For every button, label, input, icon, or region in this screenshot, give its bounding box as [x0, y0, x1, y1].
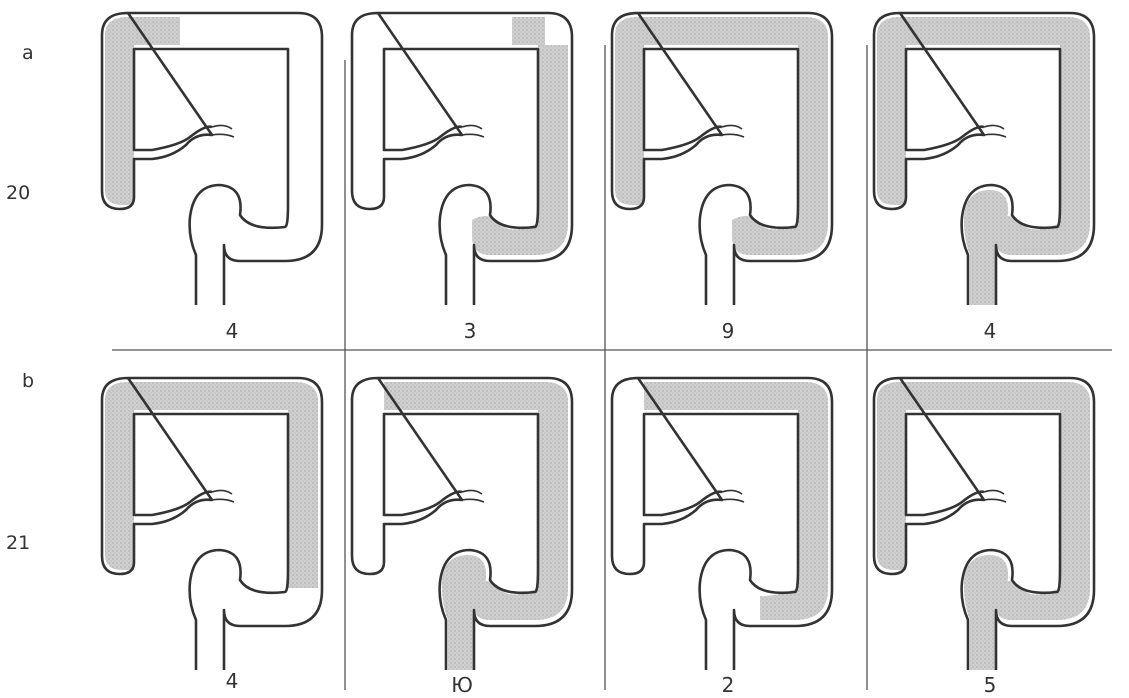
shaded-segment-caecum	[877, 155, 906, 205]
ileum-end	[984, 490, 1006, 502]
colon-outline	[102, 13, 322, 305]
shaded-segment-descending	[798, 45, 828, 223]
shaded-segment-ascending	[615, 17, 644, 155]
colon-outline	[612, 13, 832, 305]
shaded-segment-ascending	[105, 17, 134, 155]
ileum-end	[722, 125, 744, 137]
shaded-segment-caecum	[877, 520, 906, 570]
shaded-segment-ascending	[877, 382, 906, 520]
panel-count-1-1: Ю	[451, 673, 473, 697]
colon-diagram-0-1	[352, 13, 572, 305]
shaded-segment-sigmoid-partial	[760, 570, 828, 620]
shaded-segment-descending	[1060, 410, 1090, 588]
shaded-segment-descending	[1060, 45, 1090, 223]
shaded-segment-transverse	[638, 382, 828, 410]
shaded-segment-transverse	[900, 382, 1090, 410]
colon-outline	[102, 378, 322, 670]
panel-count-0-0: 4	[226, 319, 239, 343]
colon-diagram-1-2	[612, 378, 832, 670]
ileum-end	[212, 490, 234, 502]
ileum-end	[462, 125, 484, 137]
colon-diagram-1-1	[352, 378, 572, 670]
ileum-end	[462, 490, 484, 502]
panel-count-0-2: 9	[722, 319, 735, 343]
panel-count-0-3: 4	[984, 319, 997, 343]
ileum-end	[984, 125, 1006, 137]
shaded-segment-ascending	[877, 17, 906, 155]
ileum-end	[212, 125, 234, 137]
shaded-segment-transverse	[128, 382, 318, 410]
shaded-segment-descending	[798, 410, 828, 588]
shaded-segment-descending	[288, 410, 318, 588]
shaded-segment-transverse-right	[512, 17, 545, 45]
shaded-segment-caecum	[105, 155, 134, 205]
shaded-segment-hepatic-left	[128, 17, 180, 45]
colon-diagram-0-0	[102, 13, 322, 305]
colon-diagram-0-3	[874, 13, 1094, 305]
shaded-segment-descending	[538, 410, 568, 588]
panel-count-1-2: 2	[722, 673, 735, 697]
shaded-segment-ascending	[105, 382, 134, 520]
colon-diagram-1-0	[102, 378, 322, 670]
shaded-segment-transverse	[638, 17, 828, 45]
panel-count-1-0: 4	[226, 669, 239, 693]
shaded-segment-caecum	[615, 155, 644, 205]
colon-diagram-0-2	[612, 13, 832, 305]
colon-outline	[612, 378, 832, 670]
shaded-segment-transverse	[378, 382, 568, 410]
colon-outline	[352, 13, 572, 305]
shaded-segment-caecum	[105, 520, 134, 570]
panel-count-0-1: 3	[464, 319, 477, 343]
colon-diagram-1-3	[874, 378, 1094, 670]
ileum-end	[722, 490, 744, 502]
panel-count-1-3: 5	[984, 673, 997, 697]
shaded-segment-descending	[538, 45, 568, 223]
shaded-segment-transverse	[900, 17, 1090, 45]
